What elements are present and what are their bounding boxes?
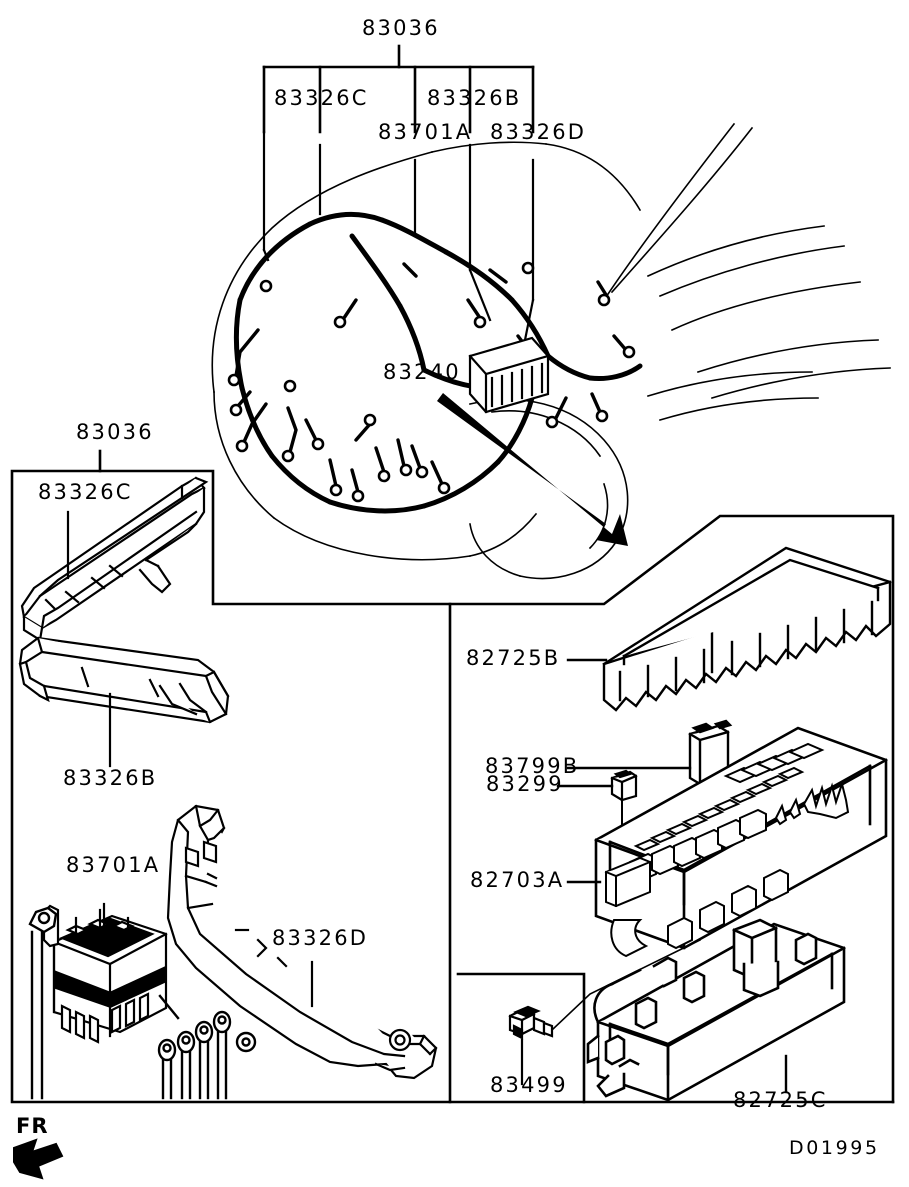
harness-connector-block — [468, 336, 550, 414]
callout-83701A-panel: 83701A — [66, 853, 161, 877]
callout-83326D-panel: 83326D — [272, 926, 369, 950]
drawing-id-label: D01995 — [789, 1137, 880, 1159]
callout-83326D-top: 83326D — [490, 120, 587, 144]
callout-83326B-top: 83326B — [427, 86, 522, 110]
harness-terminals — [227, 261, 636, 503]
part-82703A-internals — [604, 742, 850, 958]
part-83499-pointer — [550, 938, 702, 1032]
part-83499-frame — [456, 972, 586, 1104]
part-83701A-fuseblock — [42, 904, 168, 1044]
right-panel-frame — [448, 514, 895, 1104]
part-82725C-tray — [586, 918, 846, 1102]
part-82725B-cover — [602, 546, 892, 712]
callout-83701A-top: 83701A — [378, 120, 473, 144]
callout-83326C-top: 83326C — [274, 86, 369, 110]
fr-marker-label: FR — [16, 1114, 49, 1138]
top-leader-lines — [262, 130, 535, 342]
callout-83499: 83499 — [490, 1073, 568, 1097]
ground-cable-left — [28, 906, 58, 1100]
callout-83326B-panel: 83326B — [63, 766, 158, 790]
callout-83036-top: 83036 — [362, 16, 440, 40]
right-panel-leaders — [556, 658, 788, 1094]
callout-83799B: 83799B — [485, 754, 580, 778]
top-bracket — [262, 44, 535, 134]
callout-82703A: 82703A — [470, 868, 565, 892]
fr-arrow-outline — [13, 1138, 64, 1180]
callout-83240-harness: 83240 — [383, 360, 461, 384]
part-83326B-cover — [18, 636, 230, 724]
part-83499-bolt — [508, 1005, 554, 1040]
zoom-pointer-arrow — [437, 393, 628, 546]
part-83299-fuse — [610, 769, 638, 802]
callout-83299: 83299 — [486, 772, 564, 796]
part-83326C-cover — [20, 476, 209, 642]
fuse-block-leads — [157, 994, 257, 1100]
part-83326D-bracket — [166, 804, 438, 1080]
callout-83326C-panel: 83326C — [38, 480, 133, 504]
vehicle-body-outline — [211, 122, 891, 580]
fr-arrow — [14, 1140, 62, 1178]
callout-83036-panel: 83036 — [76, 420, 154, 444]
callout-82725C: 82725C — [733, 1088, 828, 1112]
callout-82725B: 82725B — [466, 646, 561, 670]
